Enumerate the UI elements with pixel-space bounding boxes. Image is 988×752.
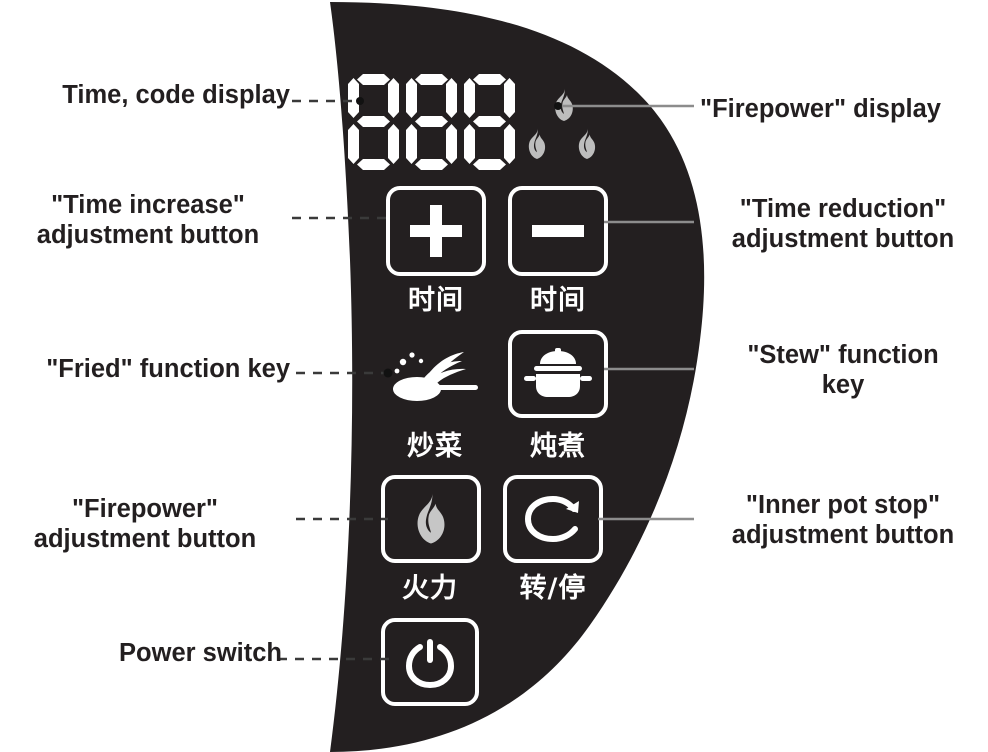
callout-stew-function-key: "Stew" function key [747, 341, 939, 400]
stew-cn-label: 炖煮 [530, 431, 586, 462]
segment-b [388, 78, 399, 118]
time-reduction-cn-label: 时间 [530, 285, 586, 316]
segment-e [406, 124, 417, 164]
flame-icon [578, 128, 596, 159]
segment-d [357, 159, 390, 170]
fried-cn-label: 炒菜 [407, 431, 463, 462]
callout-time-code-display: Time, code display [62, 81, 290, 109]
segment-a [473, 74, 506, 85]
segment-e [348, 124, 359, 164]
wok-icon [390, 338, 482, 414]
segment-c [446, 124, 457, 164]
power-icon [385, 622, 475, 702]
time-increase-button[interactable] [386, 186, 486, 276]
segment-e [464, 124, 475, 164]
firepower-cn-label: 火力 [402, 573, 458, 604]
segment-c [504, 124, 515, 164]
plus-icon [390, 190, 482, 272]
segment-g [415, 116, 448, 127]
stew-function-key[interactable] [508, 330, 608, 418]
segment-g [357, 116, 390, 127]
fried-function-key[interactable] [386, 334, 486, 418]
segment-a [357, 74, 390, 85]
segment-f [348, 78, 359, 118]
callout-inner-pot-stop-button: "Inner pot stop" adjustment button [731, 491, 955, 550]
segment-d [473, 159, 506, 170]
segment-b [446, 78, 457, 118]
flame-icon [528, 128, 546, 159]
pot-icon [512, 334, 604, 414]
callout-power-switch: Power switch [119, 639, 282, 667]
flame-icon [555, 88, 573, 121]
time-code-display [348, 74, 515, 170]
callout-firepower-display: "Firepower" display [700, 95, 941, 123]
inner-pot-stop-button[interactable] [503, 475, 603, 563]
firepower-adjustment-button[interactable] [381, 475, 481, 563]
segment-g [473, 116, 506, 127]
callout-fried-function-key: "Fried" function key [46, 355, 290, 383]
callout-time-reduction-button: "Time reduction" adjustment button [731, 195, 955, 254]
seg-digit-3 [464, 74, 515, 170]
callout-time-increase-button: "Time increase" adjustment button [36, 191, 260, 250]
segment-b [504, 78, 515, 118]
callout-firepower-adjustment-button: "Firepower" adjustment button [33, 495, 257, 554]
time-reduction-button[interactable] [508, 186, 608, 276]
time-increase-cn-label: 时间 [408, 285, 464, 316]
flame-icon [385, 479, 477, 559]
minus-icon [512, 190, 604, 272]
segment-c [388, 124, 399, 164]
firepower-display [524, 88, 630, 174]
seg-digit-1 [348, 74, 399, 170]
segment-f [406, 78, 417, 118]
segment-a [415, 74, 448, 85]
rotate-icon [507, 479, 599, 559]
inner-pot-stop-cn-label: 转/停 [519, 573, 587, 604]
segment-f [464, 78, 475, 118]
segment-d [415, 159, 448, 170]
power-switch-button[interactable] [381, 618, 479, 706]
seg-digit-2 [406, 74, 457, 170]
